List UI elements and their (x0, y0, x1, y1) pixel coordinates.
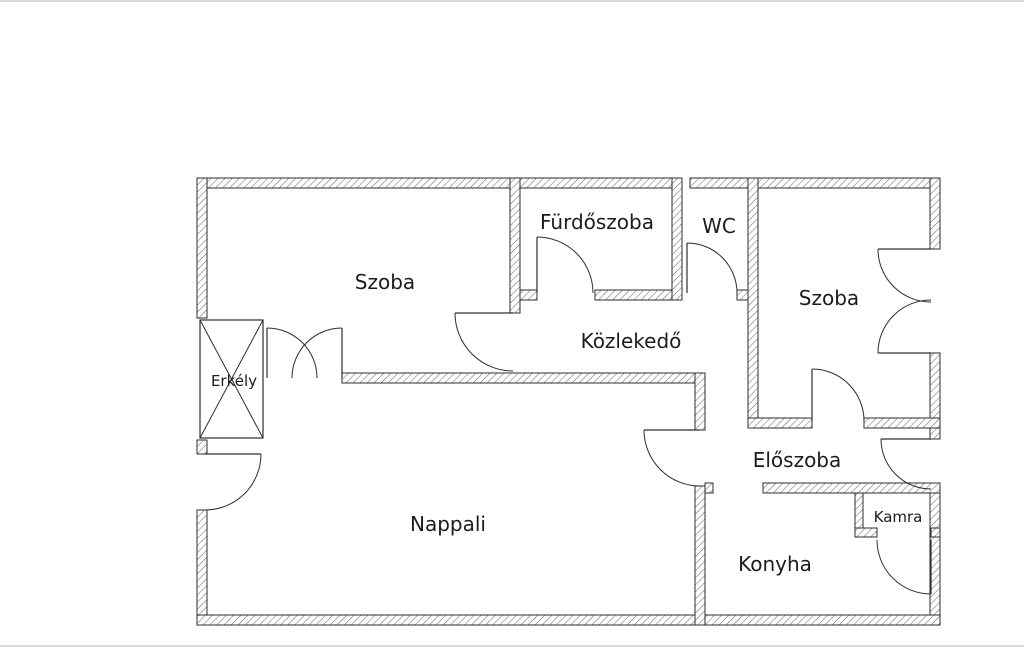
wall-segment (854, 492, 864, 531)
wall-segment (704, 482, 714, 494)
balcony (199, 319, 264, 439)
wall-segment (747, 417, 813, 429)
wall-segment (196, 177, 677, 189)
walls (196, 177, 941, 626)
door-arc (291, 327, 343, 379)
door-arc (876, 539, 932, 595)
door-arc (454, 312, 514, 372)
room-label-wc: WC (702, 214, 736, 238)
image-border-top (0, 0, 1024, 2)
doors (204, 236, 932, 595)
wall-segment (929, 177, 941, 250)
wall-segment (671, 177, 683, 301)
room-label-erkely: Erkély (211, 372, 257, 390)
wall-segment (519, 289, 538, 301)
door-arc (811, 368, 865, 422)
wall-segment (594, 289, 681, 301)
room-label-szoba-right: Szoba (799, 286, 859, 310)
room-label-kozlekedo: Közlekedő (581, 329, 682, 353)
wall-segment (694, 372, 706, 431)
door-arc (877, 248, 932, 303)
room-label-kamra: Kamra (874, 508, 923, 526)
wall-segment (854, 527, 878, 538)
wall-segment (929, 352, 941, 440)
door-arc (877, 299, 932, 354)
wall-segment (747, 177, 759, 429)
door-arc (266, 327, 318, 379)
room-label-eloszoba: Előszoba (753, 448, 842, 472)
wall-segment (196, 614, 941, 626)
wall-segment (341, 372, 706, 384)
wall-segment (762, 482, 941, 494)
door-arc (536, 236, 594, 294)
wall-segment (863, 417, 941, 429)
room-label-furdoszoba: Fürdőszoba (540, 210, 654, 234)
door-arc (686, 242, 738, 294)
wall-segment (930, 527, 941, 538)
wall-segment (196, 439, 208, 455)
room-labels: Szoba Fürdőszoba WC Szoba Közlekedő Erké… (211, 210, 922, 576)
wall-segment (689, 177, 941, 189)
wall-segment (196, 509, 208, 626)
room-label-konyha: Konyha (738, 552, 812, 576)
room-label-szoba-left: Szoba (355, 270, 415, 294)
door-arc (204, 453, 262, 511)
wall-segment (196, 177, 208, 319)
room-label-nappali: Nappali (410, 512, 486, 536)
balcony-diagonal (199, 319, 264, 439)
wall-segment (694, 485, 706, 626)
image-border-bottom (0, 645, 1024, 647)
door-arc (880, 438, 932, 490)
door-arc (643, 429, 701, 487)
wall-segment (509, 177, 521, 314)
